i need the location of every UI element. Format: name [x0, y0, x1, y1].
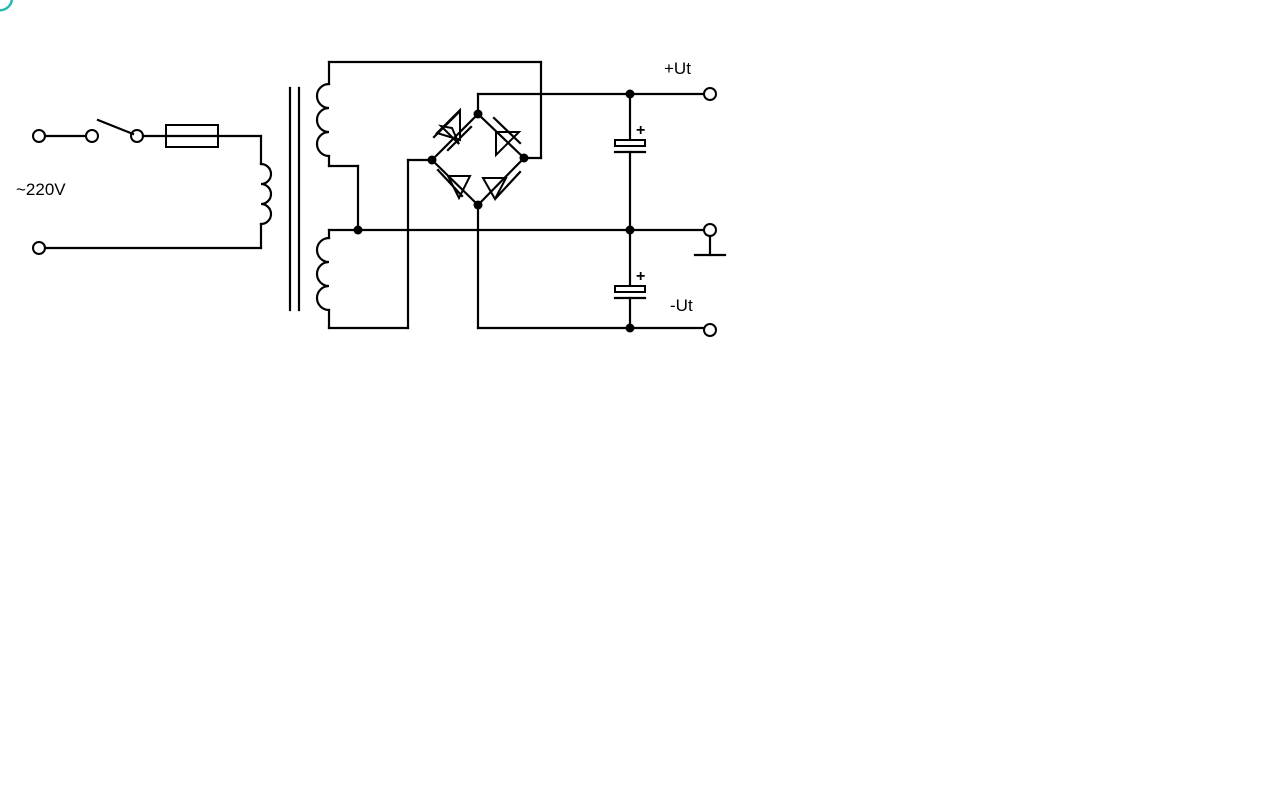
- capacitor-top: +: [613, 89, 647, 232]
- diode-d3: [430, 158, 480, 207]
- mains-terminal-top[interactable]: [32, 129, 46, 143]
- mains-terminal-bottom[interactable]: [32, 241, 46, 255]
- diode-d4: [476, 156, 526, 207]
- negative-output-label: -Ut: [670, 296, 693, 315]
- transformer-core: [288, 86, 301, 312]
- secondary-coil-upper: [315, 82, 331, 158]
- outputs: +Ut -Ut: [628, 59, 727, 337]
- diode-d2: [476, 112, 526, 160]
- power-switch[interactable]: [85, 118, 144, 143]
- secondary-coil-lower: [315, 236, 331, 312]
- input-voltage-label: ~220V: [16, 180, 66, 199]
- ground-bus: [327, 225, 706, 235]
- diode-d1: [430, 107, 480, 162]
- mains-input: ~220V: [16, 118, 273, 255]
- positive-output-terminal[interactable]: [703, 87, 717, 101]
- primary-coil: [259, 162, 273, 226]
- negative-output-terminal[interactable]: [703, 323, 717, 337]
- positive-output-label: +Ut: [664, 59, 691, 78]
- capacitor-bottom: +: [613, 228, 647, 333]
- cap-top-polarity: +: [636, 122, 645, 139]
- secondary-windings: [315, 60, 543, 330]
- corner-mark: [0, 0, 14, 12]
- cap-bottom-polarity: +: [636, 268, 645, 285]
- ground-terminal[interactable]: [703, 223, 717, 237]
- bridge-rectifier: [427, 60, 632, 330]
